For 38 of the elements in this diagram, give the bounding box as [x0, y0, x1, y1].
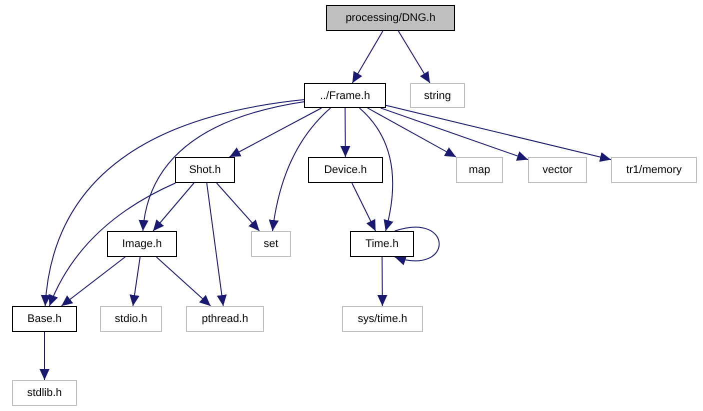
dependency-arrow: [377, 256, 388, 306]
dependency-arrow: [358, 108, 394, 232]
header-file-box: stdio.h: [100, 306, 162, 332]
dependency-arrow: [398, 30, 430, 84]
header-file-box: sys/time.h: [342, 306, 423, 332]
dependency-arrow: [60, 256, 126, 306]
dependency-arrow: [139, 101, 304, 232]
dependency-arrow: [216, 182, 260, 232]
header-file-box: vector: [528, 157, 587, 183]
dependency-arrow: [41, 99, 304, 306]
header-file-box: processing/DNG.h: [326, 5, 455, 31]
dependency-arrow: [352, 30, 384, 84]
dependency-arrow: [130, 256, 141, 306]
header-file-box: Shot.h: [175, 157, 235, 183]
header-file-box: set: [251, 231, 291, 257]
header-file-box: string: [410, 83, 465, 108]
header-file-box: ../Frame.h: [304, 83, 386, 108]
dependency-arrow: [351, 182, 376, 232]
dependency-arrow: [48, 182, 176, 306]
header-file-box: Time.h: [350, 231, 414, 257]
dependency-arrow: [269, 108, 332, 232]
dependency-arrow: [228, 108, 322, 158]
header-file-box: stdlib.h: [12, 380, 77, 406]
dependency-arrow: [340, 108, 350, 158]
dependency-arrow: [367, 108, 457, 158]
header-file-box: Base.h: [12, 306, 77, 332]
dependency-arrow: [152, 182, 194, 232]
dependency-arrow: [394, 226, 440, 264]
dependency-arrow: [386, 104, 612, 162]
dependency-arrow: [380, 108, 528, 161]
dependency-arrow: [40, 332, 50, 380]
dependency-arrow: [206, 182, 227, 306]
dependency-arrow: [156, 256, 212, 306]
header-file-box: pthread.h: [186, 306, 264, 332]
header-file-box: tr1/memory: [611, 157, 697, 183]
header-file-box: Image.h: [107, 231, 177, 257]
header-file-box: map: [456, 157, 503, 183]
header-file-box: Device.h: [308, 157, 383, 183]
